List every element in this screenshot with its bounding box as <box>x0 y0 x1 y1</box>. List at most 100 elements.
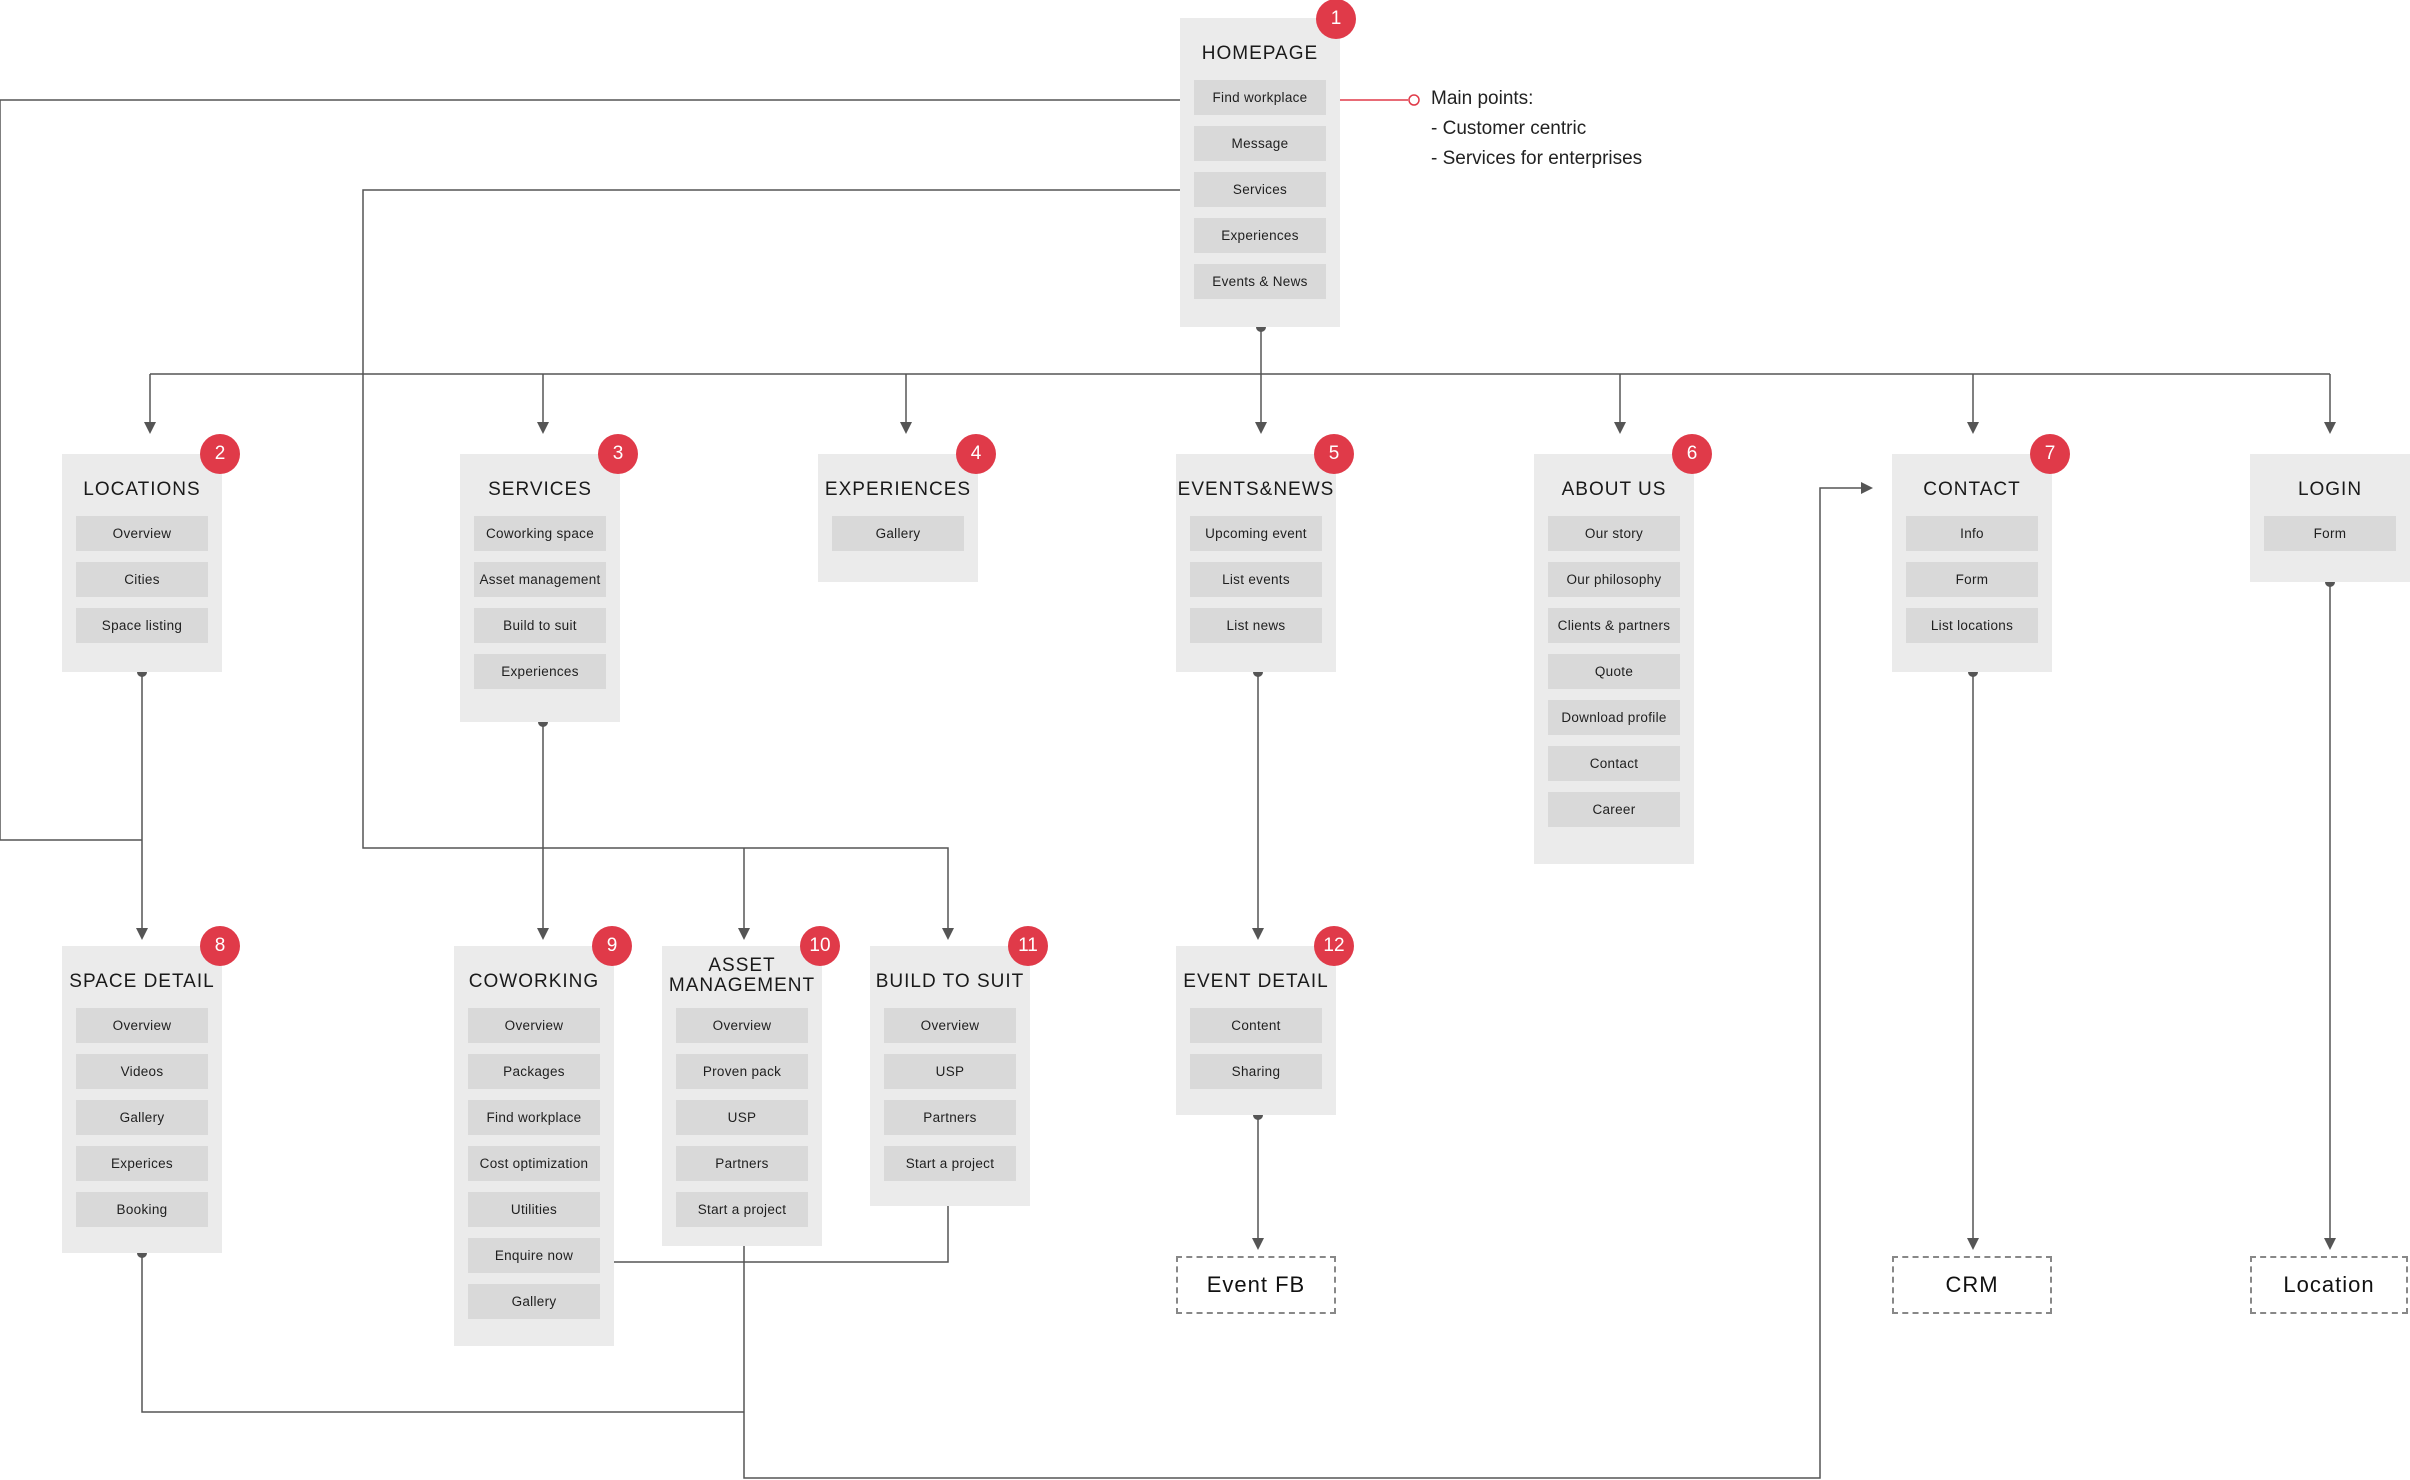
card-title: LOGIN <box>2297 479 2363 500</box>
item-career[interactable]: Career <box>1548 792 1680 827</box>
item-space-listing[interactable]: Space listing <box>76 608 208 643</box>
badge-3: 3 <box>598 434 638 474</box>
item-experiences[interactable]: Experiences <box>474 654 606 689</box>
item-packages[interactable]: Packages <box>468 1054 600 1089</box>
external-location: Location <box>2250 1256 2408 1314</box>
wire-asset-contact <box>743 482 1873 1479</box>
item-info[interactable]: Info <box>1906 516 2038 551</box>
item-overview[interactable]: Overview <box>76 516 208 551</box>
item-cities[interactable]: Cities <box>76 562 208 597</box>
badge-5: 5 <box>1314 434 1354 474</box>
card-event-detail: EVENT DETAIL Content Sharing <box>1176 946 1336 1115</box>
card-asset-management: ASSET MANAGEMENT Overview Proven pack US… <box>662 946 822 1246</box>
badge-11: 11 <box>1008 926 1048 966</box>
badge-8: 8 <box>200 926 240 966</box>
item-contact[interactable]: Contact <box>1548 746 1680 781</box>
item-usp[interactable]: USP <box>884 1054 1016 1089</box>
item-clients-partners[interactable]: Clients & partners <box>1548 608 1680 643</box>
card-build-to-suit: BUILD TO SUIT Overview USP Partners Star… <box>870 946 1030 1206</box>
card-space-detail: SPACE DETAIL Overview Videos Gallery Exp… <box>62 946 222 1253</box>
item-experiences[interactable]: Experiences <box>1194 218 1326 253</box>
item-videos[interactable]: Videos <box>76 1054 208 1089</box>
item-list-events[interactable]: List events <box>1190 562 1322 597</box>
badge-12: 12 <box>1314 926 1354 966</box>
external-event-fb: Event FB <box>1176 1256 1336 1314</box>
item-list-news[interactable]: List news <box>1190 608 1322 643</box>
card-title: EVENT DETAIL <box>1183 971 1329 992</box>
badge-6: 6 <box>1672 434 1712 474</box>
item-coworking-space[interactable]: Coworking space <box>474 516 606 551</box>
wire-services-bus <box>362 189 1196 940</box>
card-title: SPACE DETAIL <box>69 971 215 992</box>
card-title-line-1: ASSET <box>708 955 776 976</box>
card-title: HOMEPAGE <box>1201 43 1319 64</box>
card-title: COWORKING <box>468 971 600 992</box>
item-partners[interactable]: Partners <box>884 1100 1016 1135</box>
wire-enquire-build <box>600 1183 949 1263</box>
item-gallery[interactable]: Gallery <box>468 1284 600 1319</box>
item-usp[interactable]: USP <box>676 1100 808 1135</box>
item-message[interactable]: Message <box>1194 126 1326 161</box>
item-content[interactable]: Content <box>1190 1008 1322 1043</box>
card-title-line: ASSET MANAGEMENT <box>669 956 815 996</box>
item-partners[interactable]: Partners <box>676 1146 808 1181</box>
card-login: LOGIN Form <box>2250 454 2410 582</box>
card-title: EVENTS&NEWS <box>1177 479 1335 500</box>
item-form[interactable]: Form <box>2264 516 2396 551</box>
item-our-philosophy[interactable]: Our philosophy <box>1548 562 1680 597</box>
item-start-a-project[interactable]: Start a project <box>884 1146 1016 1181</box>
card-contact: CONTACT Info Form List locations <box>1892 454 2052 672</box>
item-list-locations[interactable]: List locations <box>1906 608 2038 643</box>
card-about-us: ABOUT US Our story Our philosophy Client… <box>1534 454 1694 864</box>
card-title: EXPERIENCES <box>824 479 972 500</box>
card-title: LOCATIONS <box>83 479 201 500</box>
item-find-workplace[interactable]: Find workplace <box>1194 80 1326 115</box>
card-locations: LOCATIONS Overview Cities Space listing <box>62 454 222 672</box>
item-overview[interactable]: Overview <box>884 1008 1016 1043</box>
item-overview[interactable]: Overview <box>468 1008 600 1043</box>
badge-7: 7 <box>2030 434 2070 474</box>
item-find-workplace[interactable]: Find workplace <box>468 1100 600 1135</box>
item-enquire-now[interactable]: Enquire now <box>468 1238 600 1273</box>
note-point: - Services for enterprises <box>1431 148 1643 169</box>
wire-booking-contact <box>141 1253 744 1413</box>
item-asset-management[interactable]: Asset management <box>474 562 606 597</box>
card-events-news: EVENTS&NEWS Upcoming event List events L… <box>1176 454 1336 672</box>
wire-findworkplace-space <box>0 99 1196 841</box>
item-overview[interactable]: Overview <box>676 1008 808 1043</box>
item-upcoming-event[interactable]: Upcoming event <box>1190 516 1322 551</box>
item-quote[interactable]: Quote <box>1548 654 1680 689</box>
item-services[interactable]: Services <box>1194 172 1326 207</box>
item-our-story[interactable]: Our story <box>1548 516 1680 551</box>
item-sharing[interactable]: Sharing <box>1190 1054 1322 1089</box>
item-cost-optimization[interactable]: Cost optimization <box>468 1146 600 1181</box>
badge-1: 1 <box>1316 0 1356 39</box>
external-crm: CRM <box>1892 1256 2052 1314</box>
item-utilities[interactable]: Utilities <box>468 1192 600 1227</box>
badge-9: 9 <box>592 926 632 966</box>
item-gallery[interactable]: Gallery <box>832 516 964 551</box>
card-services: SERVICES Coworking space Asset managemen… <box>460 454 620 722</box>
card-title: BUILD TO SUIT <box>875 971 1025 992</box>
item-build-to-suit[interactable]: Build to suit <box>474 608 606 643</box>
main-points-note: Main points: - Customer centric - Servic… <box>1431 84 1642 174</box>
dot-note <box>1408 94 1420 106</box>
item-booking[interactable]: Booking <box>76 1192 208 1227</box>
card-homepage: HOMEPAGE Find workplace Message Services… <box>1180 18 1340 327</box>
item-overview[interactable]: Overview <box>76 1008 208 1043</box>
card-coworking: COWORKING Overview Packages Find workpla… <box>454 946 614 1346</box>
note-heading: Main points: <box>1431 88 1534 109</box>
badge-2: 2 <box>200 434 240 474</box>
item-gallery[interactable]: Gallery <box>76 1100 208 1135</box>
item-proven-pack[interactable]: Proven pack <box>676 1054 808 1089</box>
card-title: CONTACT <box>1923 479 2021 500</box>
card-title: SERVICES <box>488 479 592 500</box>
item-experices[interactable]: Experices <box>76 1146 208 1181</box>
item-events-news[interactable]: Events & News <box>1194 264 1326 299</box>
item-form[interactable]: Form <box>1906 562 2038 597</box>
item-start-a-project[interactable]: Start a project <box>676 1192 808 1227</box>
card-experiences: EXPERIENCES Gallery <box>818 454 978 582</box>
item-download-profile[interactable]: Download profile <box>1548 700 1680 735</box>
card-title-line-2: MANAGEMENT <box>668 975 816 996</box>
card-title: ASSET MANAGEMENT <box>662 956 822 996</box>
